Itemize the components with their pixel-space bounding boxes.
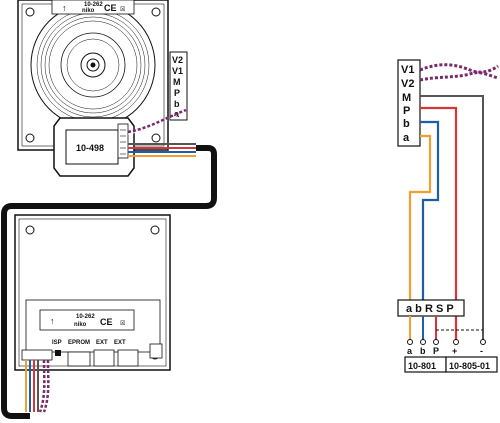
bottom-terminal-0: a (407, 346, 413, 356)
right-terminal-0: V1 (401, 64, 414, 76)
right-terminal-4: b (403, 118, 410, 130)
amplifier-module: ↑ 10-262 niko CE ☒ ISP EPROM EXT EXT (14, 214, 171, 371)
speaker-terminal-0: V2 (172, 55, 183, 65)
product-label (51, 0, 135, 15)
recycle-bin-icon: ☒ (120, 6, 125, 13)
eprom-connector (67, 351, 91, 367)
terminal-screw-icon (420, 339, 426, 345)
amplifier-product-label (39, 309, 135, 331)
bottom-terminal-2: P (433, 346, 439, 356)
side-connector (149, 343, 163, 359)
screw-icon (25, 7, 35, 17)
screw-icon (25, 225, 35, 235)
speaker-module: ↑ 10-262 niko CE ☒ V2 V1 M P b a (17, 0, 188, 151)
converter-connector (117, 123, 129, 159)
terminal-wiring-schematic: V1 V2 M P b a a b R S P a b (397, 59, 499, 373)
right-terminal-block (397, 59, 421, 147)
terminal-screw-icon (453, 339, 459, 345)
loudspeaker-icon (30, 2, 156, 128)
amplifier-wires (25, 359, 50, 413)
bus-terminal-label: a b R S P (406, 303, 454, 315)
terminal-screw-icon (407, 339, 413, 345)
amplifier-brand-code: 10-262 (76, 314, 95, 320)
speaker-terminal-4: b (174, 99, 180, 109)
right-terminal-3: P (403, 105, 410, 117)
box-label-1: 10-805-01 (449, 361, 490, 371)
bus-connector (21, 349, 53, 361)
bottom-terminal-1: b (420, 346, 426, 356)
port-label-isp: ISP (52, 340, 62, 346)
terminal-screw-icon (480, 339, 486, 345)
bottom-terminal-3: + (452, 346, 457, 356)
recycle-bin-icon: ☒ (120, 320, 125, 327)
right-terminal-2: M (402, 92, 411, 104)
ext-connector-1 (93, 349, 115, 367)
port-label-ext-2: EXT (114, 340, 126, 346)
speaker-terminal-1: V1 (172, 66, 183, 76)
right-terminal-5: a (403, 132, 410, 144)
port-label-eprom: EPROM (68, 340, 90, 346)
box-label-0: 10-801 (408, 361, 436, 371)
brand-code: 10-262 (84, 2, 103, 8)
amplifier-brand-logo: niko (74, 322, 87, 328)
converter-module: 10-498 (53, 117, 135, 177)
ext-connector-2 (117, 349, 139, 367)
port-label-ext-1: EXT (96, 340, 108, 346)
screw-icon (150, 225, 160, 235)
screw-icon (25, 133, 35, 143)
up-arrow-icon: ↑ (50, 316, 55, 326)
up-arrow-icon: ↑ (62, 3, 67, 13)
amplifier-ce-mark: CE (100, 317, 113, 327)
bus-terminal-block (397, 299, 465, 317)
brand-logo: niko (82, 8, 95, 14)
screw-icon (151, 7, 161, 17)
right-terminal-1: V2 (401, 78, 414, 90)
bottom-terminal-4: - (480, 346, 483, 356)
box-10-805-01 (445, 356, 498, 373)
screw-icon (151, 133, 161, 143)
speaker-terminal-3: P (174, 88, 180, 98)
speaker-terminal-block (169, 51, 188, 121)
isp-connector (55, 350, 61, 356)
connection-cable (1, 145, 217, 419)
ce-mark: CE (104, 3, 117, 13)
converter-label: 10-498 (76, 143, 104, 153)
converter-wires (127, 108, 196, 157)
terminal-screw-icon (433, 339, 439, 345)
speaker-terminal-2: M (173, 77, 181, 87)
